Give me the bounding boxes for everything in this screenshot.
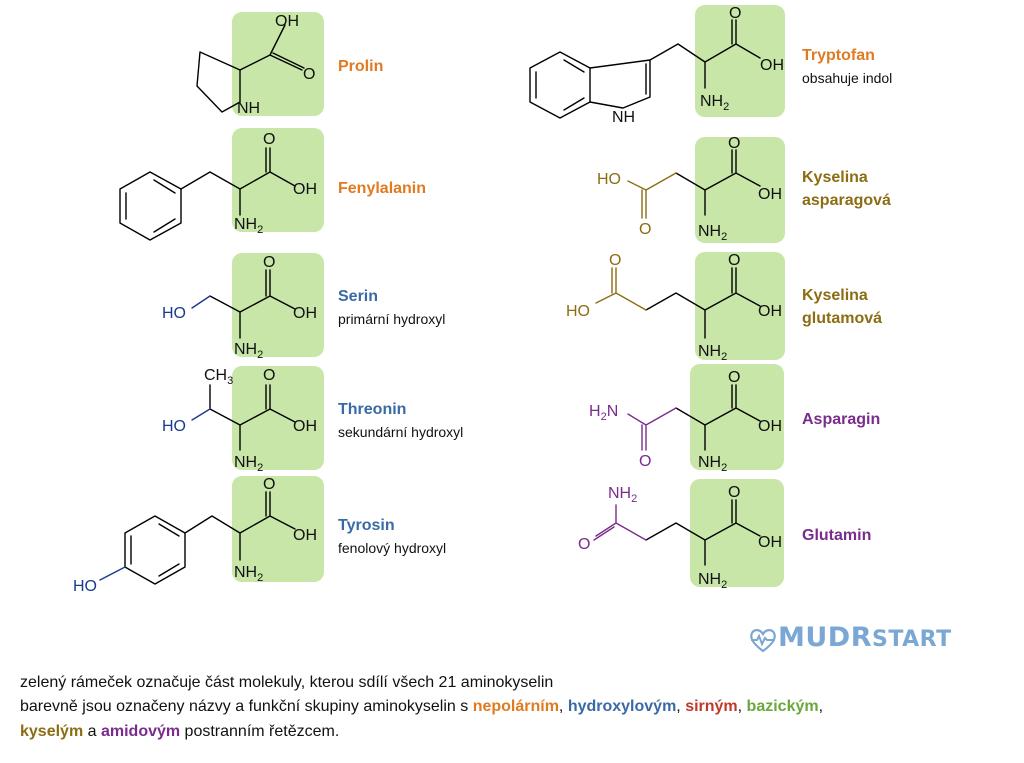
atom-label: OH bbox=[275, 13, 299, 30]
shared-backbone-box bbox=[695, 5, 785, 117]
caption-line-1: zelený rámeček označuje část molekuly, k… bbox=[20, 674, 554, 691]
atom-label: OH bbox=[293, 527, 317, 544]
atom-label: NH2 bbox=[234, 341, 263, 361]
shared-backbone-box bbox=[232, 366, 324, 470]
amino-acid-name-serin: Serin bbox=[338, 288, 379, 305]
legend-sulfur: sirným bbox=[685, 698, 738, 715]
amino-acid-name-tryptofan: Tryptofan bbox=[802, 47, 875, 64]
atom-label: O bbox=[728, 252, 740, 269]
atom-label: H2N bbox=[589, 403, 618, 423]
atom-label: NH2 bbox=[700, 93, 729, 113]
amino-acid-name-glutamin: Glutamin bbox=[802, 527, 872, 544]
atom-label: OH bbox=[760, 57, 784, 74]
legend-amide: amidovým bbox=[100, 723, 181, 740]
atom-label: O bbox=[729, 5, 741, 22]
atom-label: O bbox=[639, 453, 651, 470]
amino-acid-name-kyselina-glutamova: Kyselina glutamová bbox=[802, 284, 882, 330]
atom-label: NH2 bbox=[234, 564, 263, 584]
amino-acid-name-threonin: Threonin bbox=[338, 401, 407, 418]
atom-label: HO bbox=[597, 171, 621, 188]
atom-label: NH2 bbox=[608, 485, 637, 505]
atom-label: O bbox=[639, 221, 651, 238]
caption-text: , bbox=[737, 698, 747, 715]
amino-acid-name-asparagin: Asparagin bbox=[802, 411, 881, 428]
atom-label: HO bbox=[73, 578, 97, 595]
heartbeat-icon bbox=[750, 629, 776, 653]
atom-label: OH bbox=[758, 418, 782, 435]
caption-line-2: barevně jsou označeny názvy a funkční sk… bbox=[20, 695, 823, 719]
caption-text: a bbox=[83, 723, 101, 740]
atom-label: O bbox=[578, 536, 590, 553]
shared-backbone-box bbox=[232, 128, 324, 232]
atom-label: O bbox=[728, 484, 740, 501]
atom-label: O bbox=[728, 135, 740, 152]
atom-label: NH bbox=[612, 109, 635, 126]
shared-backbone-box bbox=[232, 12, 324, 116]
atom-label: O bbox=[263, 131, 275, 148]
atom-label: OH bbox=[758, 534, 782, 551]
atom-label: HO bbox=[566, 303, 590, 320]
atom-label: NH2 bbox=[698, 571, 727, 591]
amino-acid-name-fenylalanin: Fenylalanin bbox=[338, 180, 427, 197]
name-line: Kyselina bbox=[802, 169, 868, 186]
legend-nonpolar: nepolárním bbox=[472, 698, 559, 715]
atom-label: OH bbox=[293, 181, 317, 198]
atom-label: O bbox=[263, 476, 275, 493]
atom-label: NH2 bbox=[698, 223, 727, 243]
atom-label: NH2 bbox=[698, 454, 727, 474]
atom-label: O bbox=[303, 66, 315, 83]
legend-acidic: kyselým bbox=[20, 723, 84, 740]
shared-backbone-box bbox=[695, 252, 785, 360]
atom-label: NH2 bbox=[698, 343, 727, 363]
atom-label: O bbox=[609, 252, 621, 269]
atom-label: NH2 bbox=[234, 216, 263, 236]
name-line: asparagová bbox=[802, 192, 891, 209]
name-line: Kyselina bbox=[802, 287, 868, 304]
atom-label: O bbox=[263, 367, 275, 384]
name-line: glutamová bbox=[802, 310, 883, 327]
atom-label: HO bbox=[162, 305, 186, 322]
amino-acid-note-threonin: sekundární hydroxyl bbox=[338, 424, 464, 440]
atom-label: NH2 bbox=[234, 454, 263, 474]
logo-part-1: MUDR bbox=[778, 622, 872, 653]
caption-text: postranním řetězcem. bbox=[180, 723, 340, 740]
caption-text: , bbox=[676, 698, 686, 715]
legend-basic: bazickým bbox=[746, 698, 819, 715]
amino-acid-note-tryptofan: obsahuje indol bbox=[802, 70, 893, 86]
atom-label: CH3 bbox=[204, 367, 233, 387]
caption-text: , bbox=[558, 698, 568, 715]
atom-label: HO bbox=[162, 418, 186, 435]
legend-hydroxyl: hydroxylovým bbox=[567, 698, 677, 715]
caption-text: , bbox=[818, 698, 824, 715]
amino-acid-name-tyrosin: Tyrosin bbox=[338, 517, 395, 534]
shared-backbone-box bbox=[690, 479, 784, 587]
amino-acid-note-tyrosin: fenolový hydroxyl bbox=[338, 540, 447, 556]
amino-acid-name-kyselina-asparagova: Kyselina asparagová bbox=[802, 166, 891, 212]
amino-acid-note-serin: primární hydroxyl bbox=[338, 311, 446, 327]
logo-part-2: START bbox=[872, 627, 952, 652]
caption-line-3: kyselým a amidovým postranním řetězcem. bbox=[20, 720, 339, 744]
mudrstart-logo: MUDRSTART bbox=[748, 622, 978, 658]
amino-acid-name-prolin: Prolin bbox=[338, 58, 384, 75]
atom-label: OH bbox=[293, 305, 317, 322]
atom-label: OH bbox=[758, 186, 782, 203]
shared-backbone-box bbox=[232, 253, 324, 357]
atom-label: O bbox=[263, 254, 275, 271]
shared-backbone-box bbox=[232, 476, 324, 582]
shared-backbone-box bbox=[695, 137, 785, 243]
shared-backbone-box bbox=[690, 364, 784, 470]
atom-label: NH bbox=[237, 100, 260, 117]
atom-label: OH bbox=[758, 303, 782, 320]
caption-text: barevně jsou označeny názvy a funkční sk… bbox=[20, 698, 473, 715]
atom-label: O bbox=[728, 369, 740, 386]
atom-label: OH bbox=[293, 418, 317, 435]
